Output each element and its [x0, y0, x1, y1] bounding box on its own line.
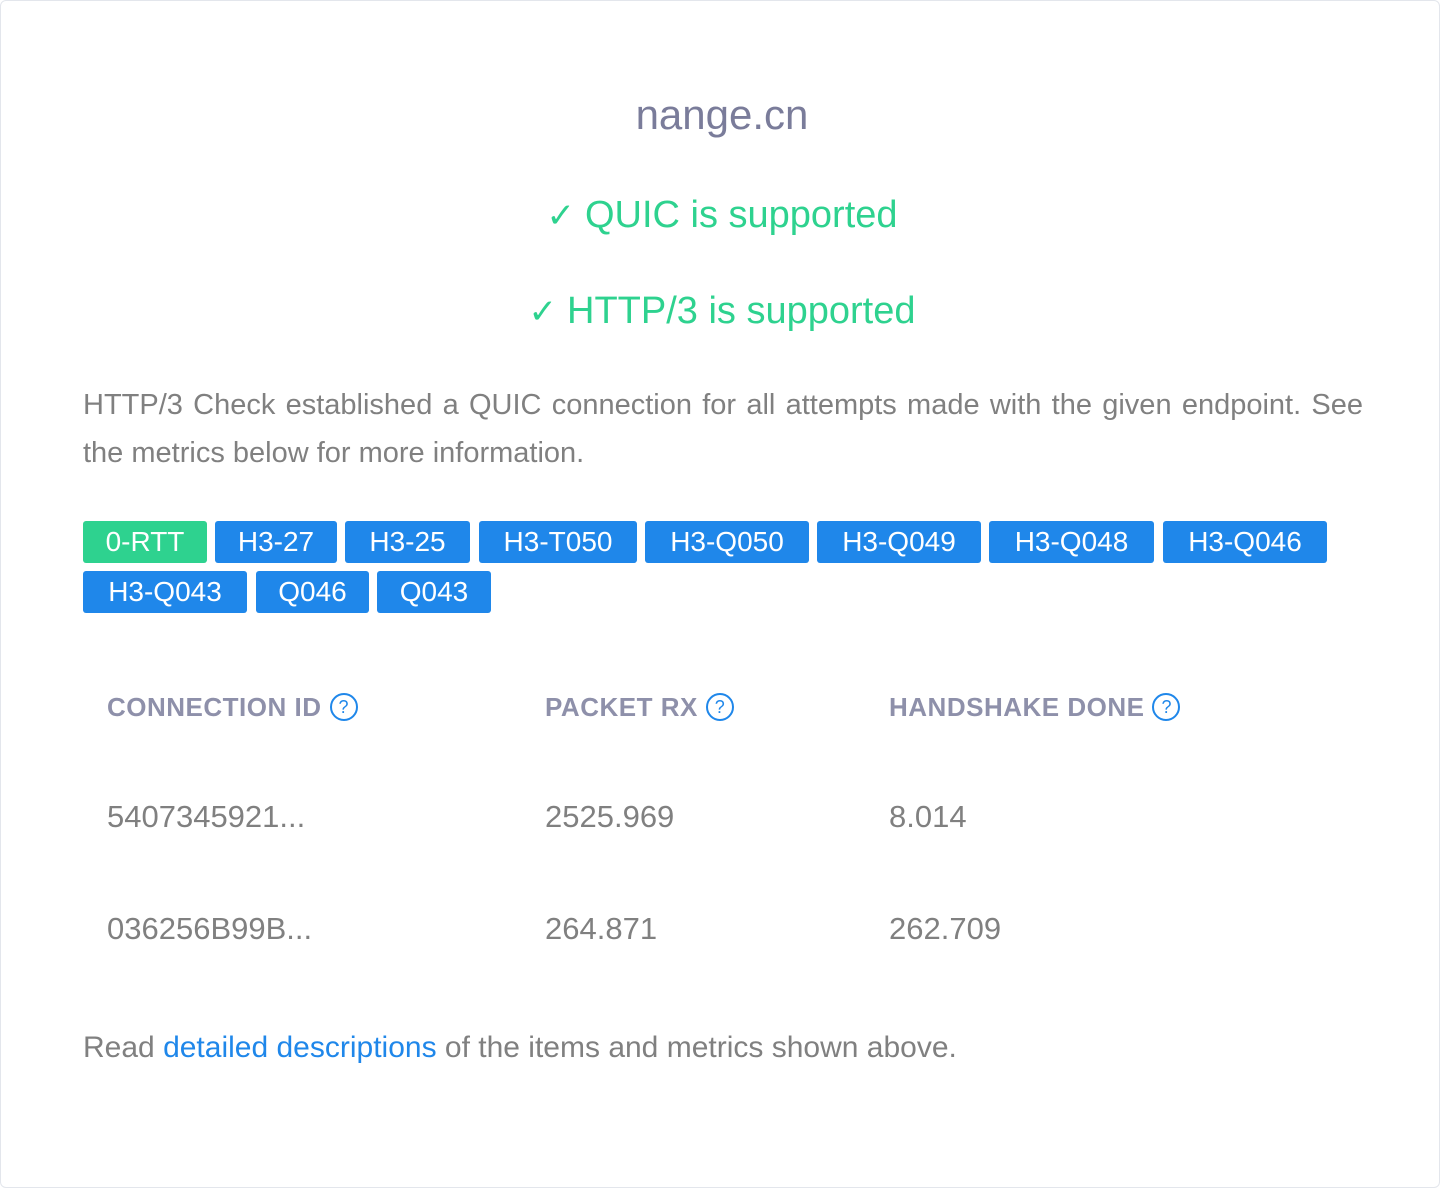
badge-h3-q043: H3-Q043: [83, 571, 247, 613]
badge-h3-q046: H3-Q046: [1163, 521, 1327, 563]
badge-h3-25: H3-25: [345, 521, 470, 563]
result-description: HTTP/3 Check established a QUIC connecti…: [83, 389, 1363, 469]
badge-h3-27: H3-27: [215, 521, 337, 563]
column-header-packet-rx: PACKET RX?: [545, 689, 734, 725]
badge-h3-t050: H3-T050: [479, 521, 637, 563]
http3-status-label: HTTP/3 is supported: [567, 290, 916, 332]
question-circle-icon[interactable]: ?: [1152, 693, 1181, 722]
host-title: nange.cn: [635, 91, 809, 138]
question-circle-icon[interactable]: ?: [329, 693, 358, 722]
badge-q046: Q046: [256, 571, 369, 613]
footer-suffix: of the items and metrics shown above.: [436, 1031, 957, 1064]
column-header-label: PACKET RX: [545, 692, 698, 722]
cell-connection-id: 036256B99B...: [107, 911, 313, 946]
http3-status: ✓HTTP/3 is supported: [1, 288, 1442, 335]
cell-packet-rx: 2525.969: [545, 799, 675, 834]
footer-prefix: Read: [83, 1031, 164, 1064]
quic-status-label: QUIC is supported: [584, 194, 898, 236]
column-header-handshake-done: HANDSHAKE DONE?: [889, 689, 1181, 725]
cell-handshake-done: 8.014: [889, 799, 967, 834]
cell-connection-id: 5407345921...: [107, 799, 306, 834]
check-icon: ✓: [546, 196, 575, 236]
badge-h3-q049: H3-Q049: [817, 521, 981, 563]
cell-packet-rx: 264.871: [545, 911, 658, 946]
badge-0-rtt: 0-RTT: [83, 521, 207, 563]
check-icon: ✓: [528, 292, 558, 332]
badge-h3-q050: H3-Q050: [645, 521, 809, 563]
column-header-connection-id: CONNECTION ID?: [107, 689, 358, 725]
footer-note: Read detailed descriptions of the items …: [83, 1027, 957, 1069]
badge-h3-q048: H3-Q048: [989, 521, 1154, 563]
cell-handshake-done: 262.709: [889, 911, 1002, 946]
detailed-descriptions-link[interactable]: detailed descriptions: [163, 1031, 437, 1064]
question-circle-icon[interactable]: ?: [705, 693, 734, 722]
column-header-label: HANDSHAKE DONE: [889, 692, 1145, 722]
column-header-label: CONNECTION ID: [107, 692, 322, 722]
quic-status: ✓QUIC is supported: [1, 192, 1442, 239]
badge-q043: Q043: [377, 571, 491, 613]
